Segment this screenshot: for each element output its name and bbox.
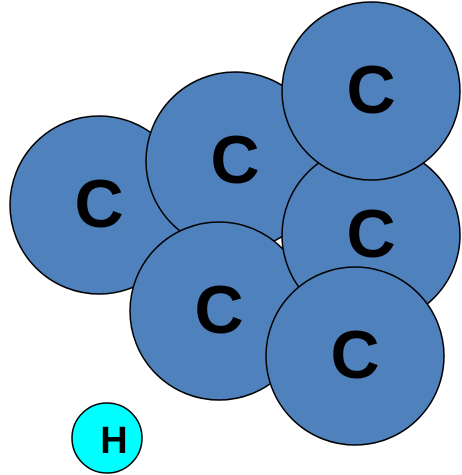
carbon-atom-left: C <box>9 115 189 295</box>
atom-label: C <box>346 52 395 128</box>
atom-circle <box>265 266 445 446</box>
atom-label: C <box>74 166 123 242</box>
atom-label: C <box>330 317 379 393</box>
atom-label: C <box>194 272 243 348</box>
atom-circle <box>281 1 461 181</box>
carbon-atom-bottom-middle: C <box>129 221 309 401</box>
atom-label: C <box>210 122 259 198</box>
carbon-atom-top-middle: C <box>145 71 325 251</box>
hydrogen-atom: H <box>71 402 143 474</box>
atom-circle <box>71 402 143 474</box>
carbon-atom-bottom-right: C <box>265 266 445 446</box>
carbon-atom-top-right: C <box>281 1 461 181</box>
atom-label: C <box>346 196 395 272</box>
atom-label: H <box>100 420 127 462</box>
